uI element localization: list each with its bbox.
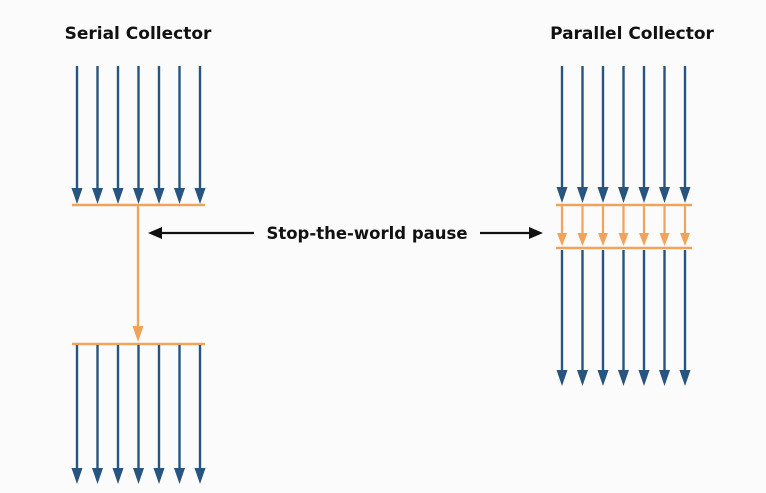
parallel-gc-arrow xyxy=(639,206,649,246)
parallel-thread-arrow-top xyxy=(679,66,691,203)
serial-thread-arrow-bottom xyxy=(153,345,165,484)
parallel-thread-arrow-top xyxy=(618,66,629,203)
parallel-thread-arrow-bottom xyxy=(577,250,588,386)
parallel-gc-arrow xyxy=(598,206,608,246)
parallel-thread-arrow-top xyxy=(638,66,650,203)
pause-left-arrow xyxy=(148,227,254,239)
serial-app-threads-top xyxy=(71,66,206,204)
parallel-thread-arrow-bottom xyxy=(679,250,691,386)
parallel-collector-title: Parallel Collector xyxy=(550,24,714,44)
parallel-gc-arrow xyxy=(577,206,588,246)
parallel-thread-arrow-top xyxy=(556,66,568,203)
serial-thread-arrow-top xyxy=(133,66,144,204)
parallel-app-threads-top xyxy=(556,66,691,203)
serial-thread-arrow-bottom xyxy=(92,345,103,484)
parallel-thread-arrow-bottom xyxy=(659,250,670,386)
serial-thread-arrow-top xyxy=(174,66,185,204)
pause-right-arrow xyxy=(480,227,543,239)
serial-gc-thread xyxy=(72,203,205,346)
parallel-thread-arrow-top xyxy=(597,66,609,203)
serial-thread-arrow-top xyxy=(153,66,165,204)
serial-gc-arrow xyxy=(132,206,144,342)
parallel-gc-arrow xyxy=(618,206,629,246)
pause-annotation: Stop-the-world pause xyxy=(148,224,543,243)
parallel-thread-arrow-bottom xyxy=(638,250,650,386)
parallel-thread-arrow-bottom xyxy=(597,250,609,386)
serial-thread-arrow-bottom xyxy=(71,345,83,484)
serial-app-threads-bottom xyxy=(71,345,206,484)
parallel-gc-arrow xyxy=(680,206,690,246)
parallel-app-threads-bottom xyxy=(556,250,691,386)
parallel-gc-threads xyxy=(556,203,692,250)
parallel-thread-arrow-bottom xyxy=(556,250,568,386)
serial-thread-arrow-bottom xyxy=(112,345,124,484)
parallel-gc-arrow xyxy=(557,206,567,246)
serial-thread-arrow-bottom xyxy=(174,345,185,484)
serial-thread-arrow-top xyxy=(112,66,124,204)
serial-collector-title: Serial Collector xyxy=(65,24,212,44)
serial-thread-arrow-bottom xyxy=(194,345,206,484)
pause-label: Stop-the-world pause xyxy=(266,224,467,243)
serial-thread-arrow-top xyxy=(92,66,103,204)
parallel-thread-arrow-top xyxy=(577,66,588,203)
serial-thread-arrow-bottom xyxy=(133,345,144,484)
parallel-thread-arrow-bottom xyxy=(618,250,629,386)
parallel-gc-arrow xyxy=(659,206,670,246)
serial-thread-arrow-top xyxy=(71,66,83,204)
serial-thread-arrow-top xyxy=(194,66,206,204)
parallel-thread-arrow-top xyxy=(659,66,670,203)
